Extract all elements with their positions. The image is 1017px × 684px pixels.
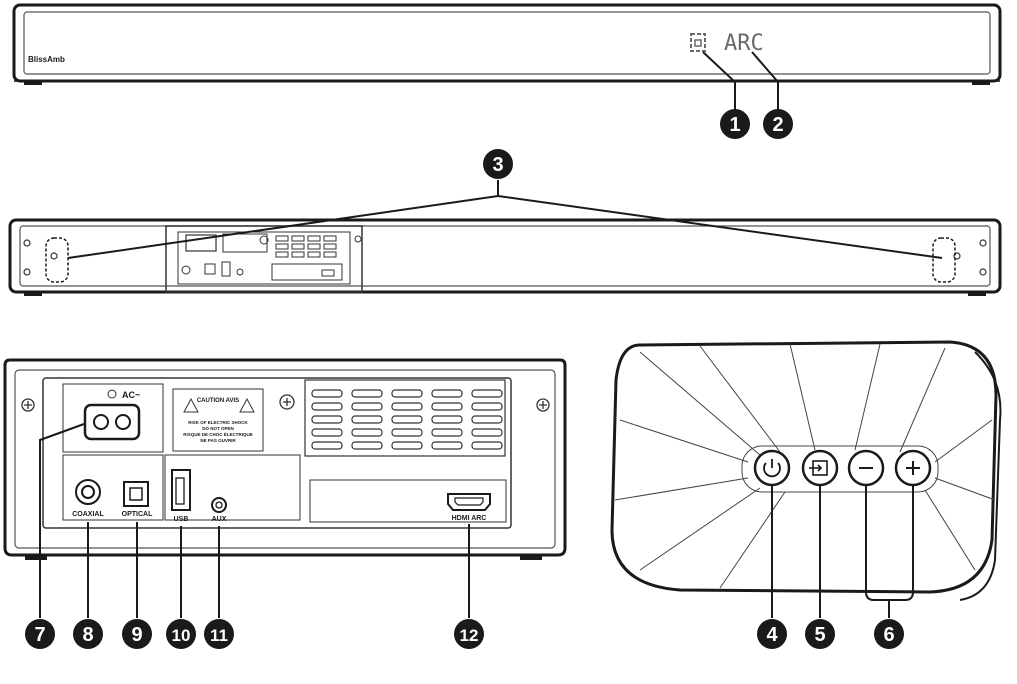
caution-label: CAUTION AVIS RISK OF ELECTRIC SHOCK DO N…	[172, 388, 264, 452]
svg-text:7: 7	[34, 624, 45, 646]
plus-icon	[906, 461, 920, 475]
callout-1: 1	[720, 109, 750, 139]
hdmi-label: HDMI ARC	[452, 515, 487, 522]
callout-lines-side	[771, 485, 914, 618]
coaxial-label: COAXIAL	[72, 511, 104, 518]
optical-label: OPTICAL	[122, 511, 153, 518]
callout-3: 3	[483, 149, 513, 179]
ac-inlet	[83, 403, 141, 441]
svg-text:2: 2	[772, 114, 783, 136]
svg-text:4: 4	[766, 624, 778, 646]
svg-text:1: 1	[729, 114, 740, 136]
callout-6: 6	[874, 619, 904, 649]
input-source-icon	[809, 460, 828, 476]
coaxial-port	[75, 479, 101, 505]
aux-label: AUX	[212, 516, 227, 523]
callout-4: 4	[757, 619, 787, 649]
callout-11: 11	[204, 619, 234, 649]
ac-label: AC~	[122, 390, 140, 400]
side-control-panel	[610, 340, 1002, 601]
brand-label: BlissAmb	[28, 55, 65, 64]
volume-down-button[interactable]	[847, 449, 885, 487]
svg-text:6: 6	[883, 624, 894, 646]
callout-12: 12	[454, 619, 484, 649]
svg-text:3: 3	[492, 154, 503, 176]
aux-port	[211, 497, 227, 513]
callout-lines-rear	[39, 423, 470, 618]
front-view: BlissAmb ARC	[12, 3, 1002, 85]
usb-label: USB	[174, 516, 189, 523]
svg-text:5: 5	[814, 624, 825, 646]
svg-text:11: 11	[210, 626, 228, 645]
callout-lines-3	[67, 180, 943, 259]
caution-heading: CAUTION AVIS	[197, 398, 239, 404]
callout-9: 9	[122, 619, 152, 649]
usb-port	[171, 469, 191, 511]
volume-up-button[interactable]	[894, 449, 932, 487]
vent-grille	[304, 379, 506, 457]
power-icon	[763, 459, 781, 478]
callout-2: 2	[763, 109, 793, 139]
svg-text:10: 10	[172, 626, 191, 645]
bottom-view	[8, 218, 1002, 296]
svg-text:9: 9	[131, 624, 142, 646]
optical-port	[123, 481, 149, 507]
hdmi-port	[447, 493, 491, 511]
rear-closeup: AC~ CAUTION AVIS RISK OF ELECTRIC SHOCK …	[3, 358, 567, 560]
caution-line4: NE PAS OUVRIR	[200, 438, 236, 443]
svg-text:8: 8	[82, 624, 93, 646]
caution-line1: RISK OF ELECTRIC SHOCK	[188, 420, 248, 425]
callout-lines-front	[702, 51, 779, 112]
svg-text:12: 12	[460, 626, 479, 645]
power-button[interactable]	[753, 449, 791, 487]
callout-5: 5	[805, 619, 835, 649]
input-indicator-icon	[690, 33, 706, 52]
caution-line3: RISQUE DE CHOC ÉLECTRIQUE	[183, 430, 253, 437]
input-source-button[interactable]	[801, 449, 839, 487]
callout-10: 10	[166, 619, 196, 649]
display-text: ARC	[724, 31, 764, 56]
callout-7: 7	[25, 619, 55, 649]
callout-8: 8	[73, 619, 103, 649]
caution-line2: DO NOT OPEN	[202, 426, 234, 431]
